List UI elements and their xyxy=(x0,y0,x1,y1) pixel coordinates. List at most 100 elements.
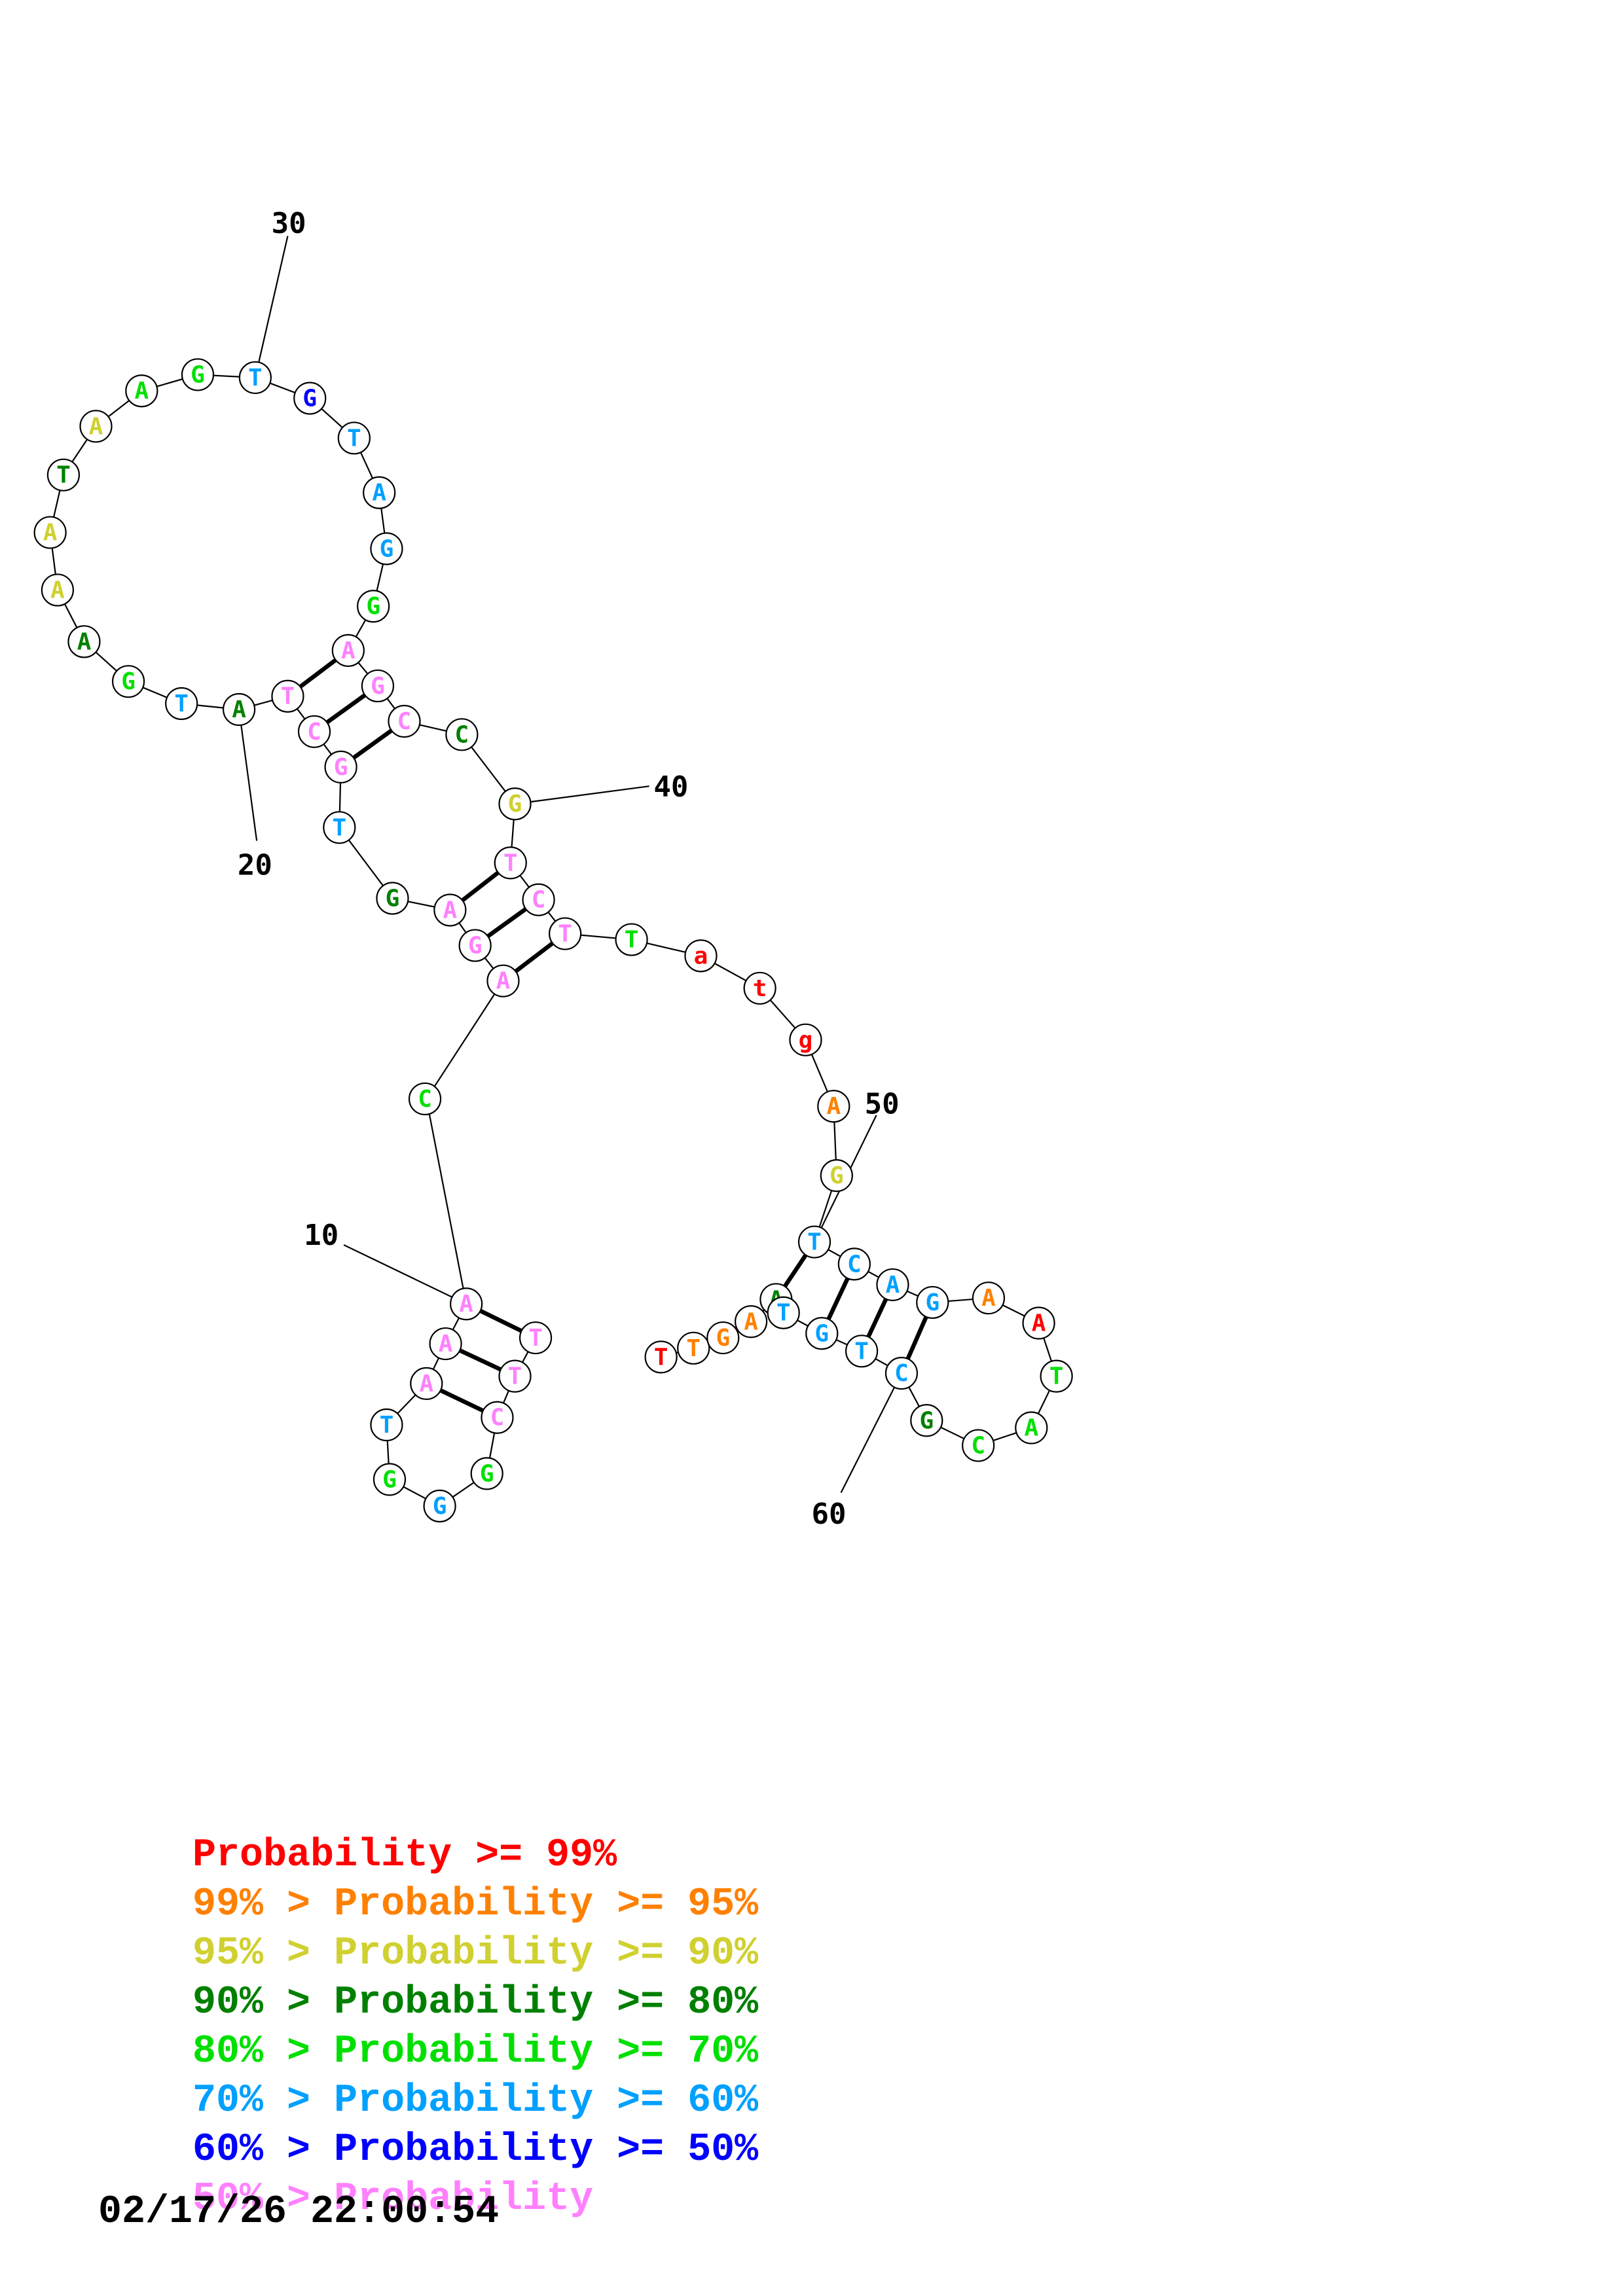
nucleotide-letter: G xyxy=(121,668,136,695)
nucleotide-2: T xyxy=(767,1296,800,1329)
index-label-50: 50 xyxy=(865,1087,900,1121)
nucleotide: G xyxy=(423,1489,456,1523)
nucleotide: T xyxy=(519,1321,553,1355)
nucleotide-10: A xyxy=(410,1367,443,1401)
nucleotide-circle xyxy=(181,358,215,391)
nucleotide-circle xyxy=(644,1340,678,1374)
legend-row-2: 99% > Probability >= 95% xyxy=(98,1846,758,1964)
nucleotide-12: A xyxy=(486,964,520,997)
nucleotide-circle xyxy=(79,410,113,443)
legend-prefix: 80% > xyxy=(192,2030,335,2074)
nucleotide-circle xyxy=(293,382,327,415)
nucleotide-circle xyxy=(735,1305,768,1338)
nucleotide-circle xyxy=(522,883,555,916)
legend-prefix: 95% > xyxy=(192,1931,335,1976)
nucleotide-letter: a xyxy=(694,942,708,969)
nucleotide-circle xyxy=(498,787,532,821)
nucleotide-letter: g xyxy=(799,1027,813,1054)
nucleotide-letter: A xyxy=(439,1331,453,1357)
nucleotide-circle xyxy=(706,1321,740,1355)
nucleotide-letter: C xyxy=(971,1433,985,1460)
nucleotide-letter: G xyxy=(508,791,522,817)
legend-prefix: 60% > xyxy=(192,2128,335,2172)
legend-label: Probability >= 70% xyxy=(334,2030,759,2074)
nucleotide-circle xyxy=(910,1404,943,1437)
nucleotide-circle xyxy=(125,374,158,408)
index-tick xyxy=(343,1244,467,1305)
nucleotide-letter: A xyxy=(886,1272,900,1299)
legend-row-6: 70% > Probability >= 60% xyxy=(98,2042,758,2160)
nucleotide-letter: G xyxy=(191,361,205,388)
nucleotide: T xyxy=(370,1408,403,1442)
index-tick xyxy=(840,1372,902,1494)
index-tick xyxy=(515,785,649,805)
nucleotide-25: A xyxy=(33,516,67,549)
nucleotide-circle xyxy=(357,590,390,623)
nucleotide-circle xyxy=(433,893,467,927)
nucleotide-circle xyxy=(111,665,145,698)
nucleotide-letter: G xyxy=(919,1407,934,1434)
nucleotide-letter: A xyxy=(135,378,149,404)
nucleotide-letter: A xyxy=(1024,1415,1038,1442)
nucleotide-circle xyxy=(615,923,648,956)
nucleotide-letter: G xyxy=(814,1320,829,1347)
nucleotide-letter: G xyxy=(925,1289,939,1316)
nucleotide-letter: T xyxy=(248,365,263,391)
nucleotide-circle xyxy=(423,1489,456,1523)
nucleotide-letter: A xyxy=(372,480,386,507)
nucleotide-letter: G xyxy=(386,885,400,912)
nucleotide-circle xyxy=(767,1296,800,1329)
nucleotide-letter: G xyxy=(433,1493,447,1520)
nucleotide-15: G xyxy=(376,882,409,915)
nucleotide-circle xyxy=(677,1331,710,1365)
nucleotide-20: A xyxy=(222,692,256,726)
nucleotide-letter: t xyxy=(753,975,767,1002)
nucleotide-23: A xyxy=(67,625,101,658)
nucleotide-letter: A xyxy=(232,696,246,723)
nucleotide-13: G xyxy=(458,929,492,962)
nucleotide-26: T xyxy=(46,458,81,492)
nucleotide-52: A xyxy=(876,1268,909,1302)
nucleotide-letter: C xyxy=(418,1086,432,1113)
nucleotide-letter: C xyxy=(532,887,546,914)
nucleotide-circle xyxy=(238,361,272,395)
legend-label: Probability >= 50% xyxy=(334,2128,759,2172)
nucleotide-47: g xyxy=(789,1023,822,1056)
nucleotide-circle xyxy=(429,1327,462,1361)
nucleotide-54: A xyxy=(972,1282,1006,1315)
nucleotide-letter: G xyxy=(716,1325,730,1352)
nucleotide-circle xyxy=(494,846,527,880)
nucleotide-circle xyxy=(370,1408,403,1442)
nucleotide-circle xyxy=(498,1359,532,1393)
nucleotide-nodes: TTGAATTCAGAATACGCTGAAATGGGCTTCAGAGTGCTAT… xyxy=(33,358,1073,1523)
nucleotide-circle xyxy=(165,687,198,721)
nucleotide-letter: G xyxy=(302,385,317,412)
nucleotide-circle xyxy=(408,1082,442,1116)
nucleotide-58: C xyxy=(962,1429,995,1462)
nucleotide-letter: G xyxy=(371,673,385,700)
nucleotide-14: A xyxy=(433,893,467,927)
nucleotide-circle xyxy=(388,704,421,738)
legend-label: Probability >= 80% xyxy=(334,1981,759,2025)
nucleotide-letter: G xyxy=(830,1162,844,1189)
legend-row-5: 80% > Probability >= 70% xyxy=(98,1993,758,2111)
nucleotide-21: T xyxy=(165,687,198,721)
index-label-20: 20 xyxy=(238,848,272,882)
nucleotide-circle xyxy=(337,422,371,455)
nucleotide-letter: A xyxy=(459,1291,473,1318)
nucleotide: G xyxy=(373,1463,407,1496)
nucleotide-circle xyxy=(916,1285,949,1319)
nucleotide-letter: G xyxy=(334,754,348,781)
nucleotide-circle xyxy=(373,1463,407,1496)
nucleotide-19: T xyxy=(271,679,304,713)
legend-row-4: 90% > Probability >= 80% xyxy=(98,1944,758,2062)
nucleotide-31: G xyxy=(293,382,327,415)
nucleotide-circle xyxy=(884,1357,919,1390)
nucleotide-circle xyxy=(445,718,479,751)
nucleotide-59: G xyxy=(910,1404,943,1437)
nucleotide-circle xyxy=(549,917,582,950)
legend-row-3: 95% > Probability >= 90% xyxy=(98,1895,758,2013)
nucleotide-61: T xyxy=(845,1335,879,1368)
nucleotide-30: T xyxy=(238,361,272,395)
